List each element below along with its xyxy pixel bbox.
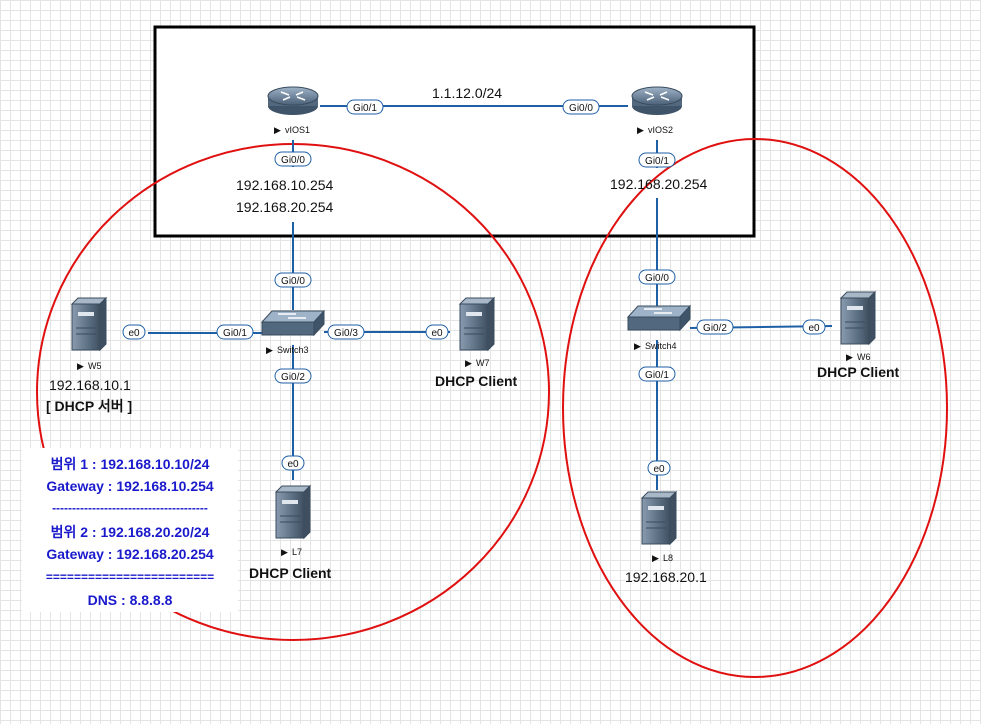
w5-play-icon: ▶ — [77, 361, 84, 371]
vios1-port-gi01: Gi0/1 — [353, 103, 377, 114]
l7-play-icon: ▶ — [281, 547, 288, 557]
dhcp-separator2: ======================== — [46, 570, 214, 584]
w7-play-icon: ▶ — [465, 358, 472, 368]
vios1-ip-10: 192.168.10.254 — [236, 177, 334, 193]
switch4-icon[interactable] — [627, 305, 691, 331]
w5-role: [ DHCP 서버 ] — [46, 398, 132, 414]
w7-port-e0: e0 — [431, 328, 443, 339]
switch3-port-gi03: Gi0/3 — [334, 328, 358, 339]
w7-server-icon[interactable] — [459, 297, 495, 351]
switch4-port-gi02: Gi0/2 — [703, 323, 727, 334]
switch3-port-gi01: Gi0/1 — [223, 328, 247, 339]
w5-name: W5 — [88, 361, 102, 371]
switch4-port-gi01: Gi0/1 — [645, 370, 669, 381]
switch4-name: Switch4 — [645, 341, 677, 351]
w6-port-e0: e0 — [808, 323, 820, 334]
l7-role: DHCP Client — [249, 565, 332, 581]
w5-ip: 192.168.10.1 — [49, 377, 131, 393]
vios1-router-icon[interactable] — [267, 86, 319, 116]
switch3-port-gi02: Gi0/2 — [281, 372, 305, 383]
router-area-box — [153, 25, 756, 238]
switch4-port-gi00: Gi0/0 — [645, 273, 669, 284]
vios2-router-icon[interactable] — [631, 86, 683, 116]
l7-port-e0: e0 — [287, 459, 299, 470]
l8-play-icon: ▶ — [652, 553, 659, 563]
switch3-name: Switch3 — [277, 345, 309, 355]
dhcp-scope2: 범위 2 : 192.168.20.20/24 — [51, 524, 210, 540]
vios1-play-icon: ▶ — [274, 125, 281, 135]
w5-port-e0: e0 — [128, 328, 140, 339]
port-pills — [122, 99, 826, 476]
dhcp-dns: DNS : 8.8.8.8 — [88, 592, 173, 608]
vios2-port-gi00: Gi0/0 — [569, 103, 593, 114]
vios2-port-gi01: Gi0/1 — [645, 156, 669, 167]
w6-name: W6 — [857, 352, 871, 362]
w5-server-icon[interactable] — [71, 297, 107, 351]
vios2-name: vIOS2 — [648, 125, 673, 135]
l8-name: L8 — [663, 553, 673, 563]
switch3-play-icon: ▶ — [266, 345, 273, 355]
dhcp-info-box — [22, 448, 238, 612]
l8-ip: 192.168.20.1 — [625, 569, 707, 585]
switch3-icon[interactable] — [261, 310, 325, 336]
switch3-port-gi00: Gi0/0 — [281, 276, 305, 287]
dhcp-scope1: 범위 1 : 192.168.10.10/24 — [51, 456, 210, 472]
w6-role: DHCP Client — [817, 364, 900, 380]
dhcp-separator1: --------------------------------------- — [52, 501, 208, 515]
vios1-name: vIOS1 — [285, 125, 310, 135]
l8-port-e0: e0 — [653, 464, 665, 475]
right-group-circle — [562, 138, 948, 678]
dhcp-gateway1: Gateway : 192.168.10.254 — [46, 478, 214, 494]
vios1-port-gi00: Gi0/0 — [281, 155, 305, 166]
w7-name: W7 — [476, 358, 490, 368]
l7-server-icon[interactable] — [275, 485, 311, 539]
dhcp-gateway2: Gateway : 192.168.20.254 — [46, 546, 214, 562]
w6-server-icon[interactable] — [840, 291, 876, 345]
w6-play-icon: ▶ — [846, 352, 853, 362]
vios2-ip: 192.168.20.254 — [610, 176, 708, 192]
vios1-ip-20: 192.168.20.254 — [236, 199, 334, 215]
vios2-play-icon: ▶ — [637, 125, 644, 135]
l8-server-icon[interactable] — [641, 491, 677, 545]
router-link-subnet: 1.1.12.0/24 — [432, 85, 502, 101]
l7-name: L7 — [292, 547, 302, 557]
w7-role: DHCP Client — [435, 373, 518, 389]
switch4-play-icon: ▶ — [634, 341, 641, 351]
